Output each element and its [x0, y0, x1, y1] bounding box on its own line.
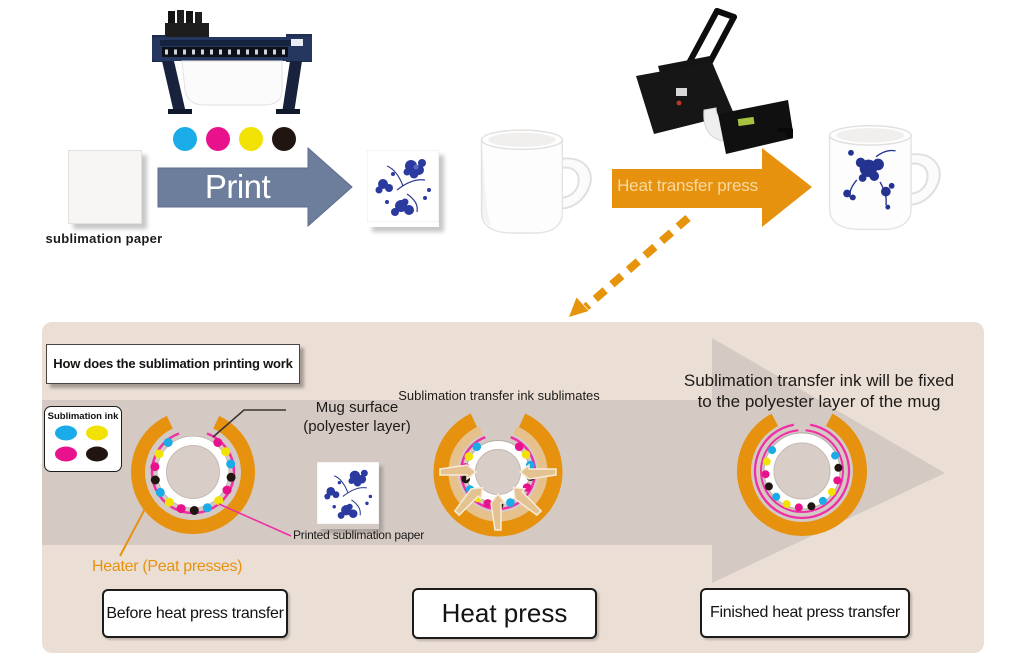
press-arrows: [439, 463, 557, 531]
legend-yellow-swatch: [86, 425, 108, 441]
heat-press-illustration: [636, 8, 793, 154]
heat-transfer-arrow-label: Heat transfer press: [617, 176, 758, 195]
black-ink-dot: [272, 127, 296, 151]
stage-3-box: Finished heat press transfer: [700, 588, 910, 638]
stage-2-caption: Sublimation transfer ink sublimates: [398, 388, 600, 403]
heater-ring: [737, 413, 867, 536]
mug-surface-ring: [764, 433, 840, 509]
print-arrow-label: Print: [204, 168, 271, 205]
ink-legend: Sublimation ink: [44, 406, 122, 472]
printer-illustration: [152, 10, 312, 114]
ink-legend-title: Sublimation ink: [47, 411, 119, 422]
legend-magenta-swatch: [55, 446, 77, 462]
stage-2-diagram: [433, 413, 563, 537]
dashed-arrow: [569, 214, 691, 317]
cyan-ink-dot: [173, 127, 197, 151]
stage-1-box: Before heat press transfer: [102, 589, 288, 638]
paper-ring-inner: [760, 429, 844, 513]
magenta-ink-dot: [206, 127, 230, 151]
paper-ring-outer: [753, 423, 851, 520]
blank-mug-illustration: [480, 129, 592, 234]
printed-paper-square: [366, 149, 440, 227]
printed-paper-pointer: [218, 503, 292, 537]
ink-dots: [150, 438, 236, 515]
mug-surface-label: Mug surface (polyester layer): [303, 399, 411, 435]
process-panel: How does the sublimation printing work S…: [42, 322, 984, 653]
heater-ring: [131, 415, 255, 534]
stage-2-box: Heat press: [412, 588, 597, 639]
mug-surface-ring: [157, 436, 229, 508]
stage-3-caption: Sublimation transfer ink will be fixed t…: [683, 371, 955, 411]
mug-surface-pointer: [212, 409, 286, 438]
pointer-lines: [119, 409, 292, 557]
legend-cyan-swatch: [55, 425, 77, 441]
print-arrow: [157, 146, 353, 228]
printed-paper-thumb: [316, 461, 380, 529]
stage-3-diagram: [737, 413, 867, 536]
heater-pointer: [119, 504, 148, 557]
fixed-ink-dots: [761, 446, 843, 512]
heater-label: Heater (Peat presses): [92, 558, 243, 575]
printed-paper-label: Printed sublimation paper: [293, 528, 425, 542]
panel-title: How does the sublimation printing work: [46, 344, 300, 384]
heat-transfer-arrow: [612, 148, 812, 227]
sublimation-paper-square: [68, 150, 142, 224]
printer-ink-cartridges: [165, 10, 209, 38]
finished-mug-illustration: [828, 124, 941, 231]
floral-print-graphic: [366, 149, 440, 223]
printer-paper-roll: [181, 60, 283, 106]
stage-1-diagram: [131, 415, 255, 534]
sublimation-paper-label: sublimation paper: [45, 231, 163, 246]
ink-legend-swatches: [55, 425, 108, 462]
yellow-ink-dot: [239, 127, 263, 151]
legend-black-swatch: [86, 446, 108, 462]
